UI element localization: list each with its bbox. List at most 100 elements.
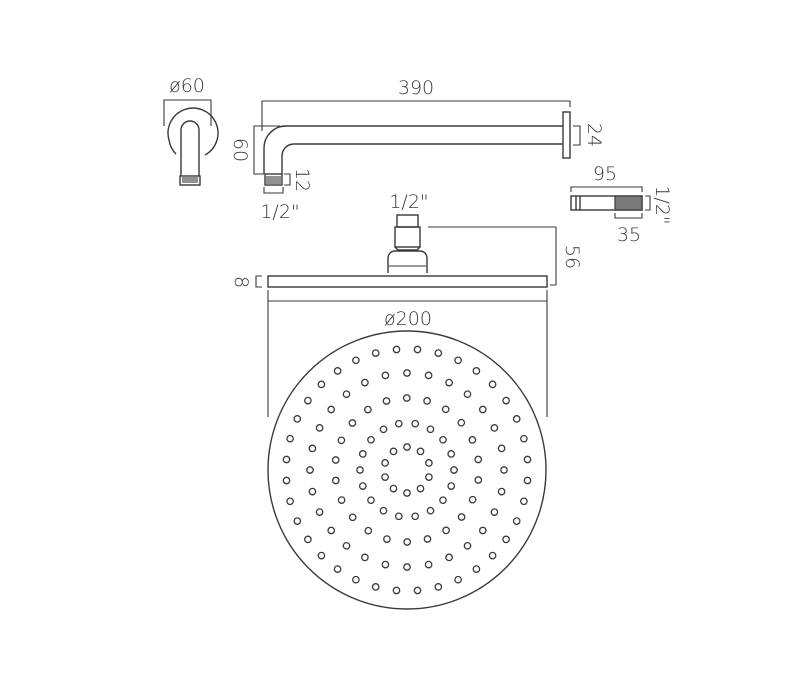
nozzle-hole: [472, 565, 481, 573]
nozzle-hole: [308, 444, 317, 453]
nozzle-hole: [394, 512, 403, 521]
nozzle-hole: [497, 487, 506, 496]
nozzle-hole: [361, 553, 369, 562]
nozzle-hole: [364, 405, 372, 414]
arm-end-height-label: 24: [583, 123, 605, 147]
nozzle-hole: [371, 349, 380, 357]
head-inlet-thread-label: 1/2": [389, 191, 428, 213]
nozzle-hole: [282, 455, 291, 464]
nozzle-hole: [333, 565, 342, 573]
connector-view: 95 1/2" 35: [570, 163, 673, 246]
nozzle-hole: [426, 425, 435, 434]
nozzle-hole: [523, 476, 532, 485]
nozzle-hole: [364, 526, 373, 535]
connector-thread-length-label: 35: [617, 224, 641, 246]
nozzle-hole: [392, 345, 401, 354]
nozzle-hole: [394, 419, 403, 428]
nozzle-hole: [367, 496, 375, 505]
nozzle-hole: [331, 476, 340, 485]
nozzle-hole: [413, 345, 422, 354]
nozzle-hole: [381, 459, 389, 467]
nozzle-hole: [306, 466, 314, 474]
nozzle-hole: [423, 535, 432, 543]
nozzle-hole: [457, 418, 466, 427]
nozzle-hole: [317, 380, 326, 389]
nozzle-hole: [315, 508, 324, 516]
flange-diameter-label: ø60: [169, 75, 205, 97]
nozzle-hole: [520, 497, 528, 506]
nozzle-hole: [342, 541, 351, 550]
nozzle-hole: [304, 396, 312, 405]
nozzle-hole: [502, 396, 510, 405]
nozzle-hole: [342, 390, 351, 399]
nozzle-hole: [512, 415, 521, 423]
nozzle-hole: [454, 356, 462, 365]
nozzle-hole: [457, 513, 466, 521]
nozzle-hole: [488, 551, 497, 560]
nozzle-hole: [425, 473, 433, 481]
head-total-height-label: 56: [561, 245, 583, 269]
nozzle-hole: [358, 482, 367, 490]
nozzle-hole: [379, 506, 388, 515]
nozzle-hole: [382, 397, 391, 405]
nozzle-hole: [490, 508, 499, 516]
nozzle-hole: [348, 419, 357, 427]
nozzle-hole: [463, 541, 472, 550]
nozzle-hole: [403, 489, 411, 497]
nozzle-hole: [474, 476, 483, 484]
nozzle-hole: [478, 405, 487, 414]
wall-flange-view: ø60: [163, 75, 219, 186]
nozzle-hole: [416, 484, 425, 493]
nozzle-hole: [434, 583, 443, 591]
nozzle-hole: [434, 349, 443, 357]
arm-thread-length-label: 12: [291, 168, 313, 192]
nozzle-hole: [468, 495, 477, 504]
nozzle-hole: [367, 435, 375, 444]
nozzle-hole: [317, 551, 326, 560]
nozzle-hole: [497, 444, 506, 453]
nozzle-hole: [500, 466, 508, 474]
nozzle-hole: [361, 378, 369, 387]
nozzle-hole: [447, 482, 456, 490]
nozzle-hole: [472, 367, 481, 375]
nozzle-hole: [447, 450, 456, 458]
nozzle-hole: [439, 435, 447, 444]
nozzle-hole: [425, 459, 433, 467]
nozzle-hole: [450, 466, 458, 474]
nozzle-hole: [441, 405, 450, 414]
nozzle-hole: [352, 356, 360, 365]
nozzle-hole: [454, 575, 462, 584]
connector-length-label: 95: [593, 163, 617, 185]
nozzle-hole: [424, 560, 433, 569]
arm-drop-label: 60: [229, 138, 251, 162]
nozzle-hole: [381, 560, 390, 569]
nozzle-hole: [352, 575, 360, 584]
nozzle-hole: [304, 535, 312, 544]
nozzle-hole: [403, 538, 412, 546]
head-diameter-label: ø200: [384, 308, 432, 330]
nozzle-hole: [411, 512, 420, 521]
connector-thread-size-label: 1/2": [651, 185, 673, 224]
nozzle-hole: [402, 394, 411, 402]
nozzle-hole: [478, 526, 487, 535]
nozzle-hole: [389, 484, 398, 493]
nozzle-hole: [383, 535, 391, 543]
nozzle-hole: [327, 405, 336, 414]
nozzle-hole: [442, 526, 450, 535]
nozzle-hole: [424, 371, 433, 380]
nozzle-hole: [358, 450, 367, 458]
nozzle-hole: [337, 496, 346, 504]
nozzle-hole: [474, 455, 483, 464]
nozzle-hole: [356, 466, 364, 474]
nozzle-hole: [381, 371, 390, 380]
nozzle-hole: [445, 553, 453, 562]
nozzle-hole: [445, 378, 453, 387]
nozzle-hole: [327, 526, 336, 535]
nozzle-hole: [523, 455, 532, 464]
nozzle-hole: [468, 436, 477, 444]
nozzle-hole: [379, 425, 388, 434]
nozzle-hole: [348, 513, 357, 522]
shower-head-plan-view: [267, 330, 547, 610]
nozzle-hole: [488, 380, 497, 389]
